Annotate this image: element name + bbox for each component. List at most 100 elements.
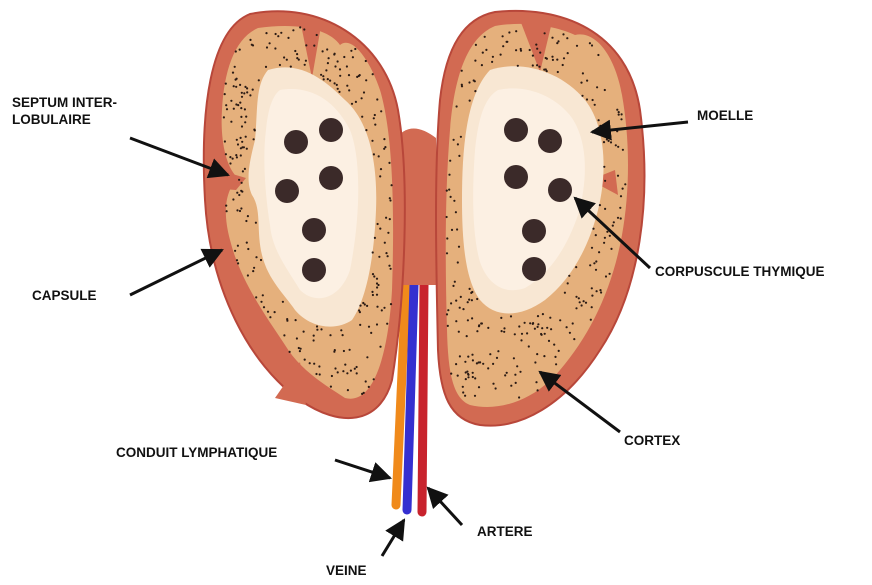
cortex-dot — [373, 153, 375, 155]
cortex-dot — [351, 103, 353, 105]
cortex-dot — [458, 331, 460, 333]
cortex-dot — [604, 237, 606, 239]
cortex-dot — [378, 155, 380, 157]
cortex-dot — [242, 170, 244, 172]
cortex-dot — [294, 50, 296, 52]
cortex-dot — [366, 356, 368, 358]
cortex-dot — [502, 35, 504, 37]
cortex-dot — [380, 110, 382, 112]
cortex-dot — [508, 31, 510, 33]
cortex-dot — [236, 209, 238, 211]
cortex-dot — [239, 210, 241, 212]
cortex-dot — [316, 325, 318, 327]
cortex-dot — [235, 154, 237, 156]
cortex-dot — [580, 82, 582, 84]
cortex-dot — [296, 337, 298, 339]
cortex-dot — [365, 129, 367, 131]
cortex-dot — [506, 372, 508, 374]
cortex-dot — [359, 74, 361, 76]
cortex-dot — [592, 99, 594, 101]
cortex-dot — [465, 371, 467, 373]
label-artery: ARTERE — [477, 523, 533, 540]
cortex-dot — [474, 377, 476, 379]
cortex-dot — [246, 87, 248, 89]
cortex-dot — [446, 252, 448, 254]
cortex-dot — [598, 251, 600, 253]
cortex-dot — [315, 373, 317, 375]
cortex-dot — [247, 215, 249, 217]
cortex-dot — [516, 365, 518, 367]
cortex-dot — [544, 333, 546, 335]
cortex-dot — [343, 56, 345, 58]
cortex-dot — [582, 72, 584, 74]
cortex-dot — [591, 287, 593, 289]
cortex-dot — [558, 350, 560, 352]
cortex-dot — [235, 50, 237, 52]
cortex-dot — [346, 85, 348, 87]
cortex-dot — [313, 45, 315, 47]
cortex-dot — [455, 211, 457, 213]
cortex-dot — [316, 329, 318, 331]
cortex-dot — [356, 366, 358, 368]
cortex-dot — [510, 315, 512, 317]
cortex-dot — [267, 311, 269, 313]
cortex-dot — [472, 359, 474, 361]
cortex-dot — [379, 228, 381, 230]
cortex-dot — [518, 325, 520, 327]
cortex-dot — [496, 357, 498, 359]
cortex-dot — [368, 326, 370, 328]
cortex-dot — [232, 72, 234, 74]
label-cortex: CORTEX — [624, 432, 680, 449]
cortex-dot — [255, 296, 257, 298]
cortex-dot — [348, 89, 350, 91]
cortex-dot — [599, 125, 601, 127]
cortex-dot — [476, 362, 478, 364]
cortex-dot — [534, 361, 536, 363]
corpuscle-right-1 — [504, 118, 528, 142]
label-vein: VEINE — [326, 562, 367, 579]
cortex-dot — [458, 246, 460, 248]
cortex-dot — [246, 148, 248, 150]
cortex-dot — [376, 323, 378, 325]
cortex-dot — [469, 288, 471, 290]
cortex-dot — [230, 100, 232, 102]
cortex-dot — [359, 305, 361, 307]
cortex-dot — [239, 49, 241, 51]
cortex-dot — [327, 78, 329, 80]
cortex-dot — [244, 86, 246, 88]
cortex-dot — [245, 136, 247, 138]
cortex-dot — [223, 116, 225, 118]
cortex-dot — [619, 207, 621, 209]
cortex-dot — [466, 335, 468, 337]
cortex-dot — [383, 148, 385, 150]
arrow-vein — [382, 520, 404, 556]
cortex-dot — [536, 353, 538, 355]
cortex-dot — [606, 231, 608, 233]
cortex-dot — [361, 393, 363, 395]
cortex-dot — [365, 60, 367, 62]
cortex-dot — [240, 154, 242, 156]
cortex-dot — [235, 79, 237, 81]
cortex-dot — [368, 386, 370, 388]
cortex-dot — [621, 113, 623, 115]
cortex-dot — [595, 234, 597, 236]
cortex-dot — [520, 48, 522, 50]
cortex-dot — [528, 345, 530, 347]
cortex-dot — [374, 114, 376, 116]
cortex-dot — [546, 327, 548, 329]
cortex-dot — [487, 367, 489, 369]
corpuscle-left-2 — [319, 118, 343, 142]
cortex-dot — [239, 102, 241, 104]
cortex-dot — [386, 323, 388, 325]
cortex-dot — [519, 371, 521, 373]
cortex-dot — [518, 396, 520, 398]
cortex-dot — [454, 281, 456, 283]
corpuscle-left-4 — [319, 166, 343, 190]
cortex-dot — [460, 136, 462, 138]
cortex-dot — [232, 158, 234, 160]
cortex-dot — [296, 53, 298, 55]
cortex-dot — [377, 223, 379, 225]
cortex-dot — [581, 95, 583, 97]
cortex-dot — [282, 301, 284, 303]
